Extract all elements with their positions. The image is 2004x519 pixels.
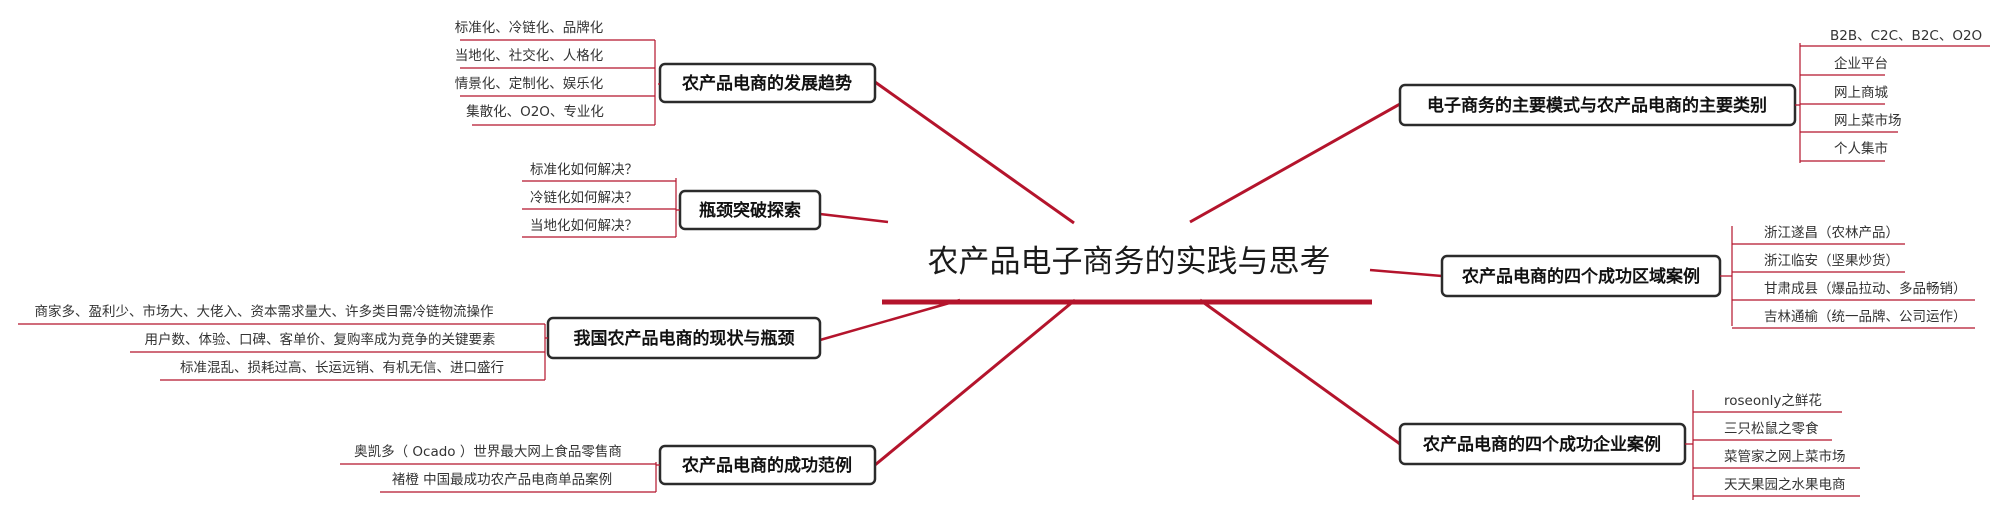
central-topic[interactable]: 农产品电子商务的实践与思考: [882, 244, 1372, 305]
connector-trend: [874, 80, 1075, 225]
branch-status[interactable]: 我国农产品电商的现状与瓶颈 商家多、盈利少、市场大、大佬入、资本需求量大、许多类…: [18, 303, 822, 381]
modes-items: B2B、C2C、B2C、O2O 企业平台 网上商城 网上菜市场 个人集市: [1800, 28, 1990, 162]
list-item[interactable]: 用户数、体验、口碑、客单价、复购率成为竞争的关键要素: [145, 331, 496, 348]
list-item[interactable]: 个人集市: [1834, 140, 1888, 157]
bottleneck-items: 标准化如何解决？ 冷链化如何解决？ 当地化如何解决？: [522, 162, 676, 238]
list-item[interactable]: 情景化、定制化、娱乐化: [455, 76, 604, 92]
branch-modes-title: 电子商务的主要模式与农产品电商的主要类别: [1427, 95, 1767, 116]
branch-bottleneck-title: 瓶颈突破探索: [699, 200, 801, 221]
list-item[interactable]: 当地化、社交化、人格化: [455, 47, 604, 64]
example-items: 奥凯多（ Ocado ）世界最大网上食品零售商 褚橙 中国最成功农产品电商单品案…: [340, 443, 656, 493]
list-item[interactable]: 标准化、冷链化、品牌化: [455, 19, 604, 36]
branch-regions[interactable]: 农产品电商的四个成功区域案例 浙江遂昌（农林产品） 浙江临安（坚果炒货） 甘肃成…: [1440, 225, 1975, 329]
regions-bracket: [1720, 226, 1733, 326]
list-item[interactable]: 当地化如何解决？: [530, 218, 638, 234]
list-item[interactable]: 冷链化如何解决？: [530, 190, 638, 206]
list-item[interactable]: roseonly之鲜花: [1724, 393, 1822, 409]
branch-regions-title: 农产品电商的四个成功区域案例: [1461, 266, 1700, 287]
branch-status-title: 我国农产品电商的现状与瓶颈: [574, 328, 795, 349]
branch-bottleneck[interactable]: 瓶颈突破探索 标准化如何解决？ 冷链化如何解决？ 当地化如何解决？: [522, 162, 822, 238]
trend-bracket: [654, 40, 660, 125]
connector-status: [819, 298, 961, 342]
companies-items: roseonly之鲜花 三只松鼠之零食 菜管家之网上菜市场 天天果园之水果电商: [1693, 393, 1860, 497]
modes-bracket: [1795, 43, 1801, 163]
list-item[interactable]: 甘肃成县（爆品拉动、多品畅销）: [1764, 280, 1967, 297]
connector-bottleneck: [819, 212, 889, 224]
connector-modes: [1189, 102, 1401, 224]
list-item[interactable]: 标准化如何解决？: [530, 162, 638, 178]
list-item[interactable]: 吉林通榆（统一品牌、公司运作）: [1764, 308, 1967, 325]
companies-bracket: [1685, 390, 1694, 500]
status-items: 商家多、盈利少、市场大、大佬入、资本需求量大、许多类目需冷链物流操作 用户数、体…: [18, 303, 545, 381]
trend-items: 标准化、冷链化、品牌化 当地化、社交化、人格化 情景化、定制化、娱乐化 集散化、…: [455, 19, 655, 126]
example-bracket: [655, 462, 660, 492]
bottleneck-bracket: [675, 178, 680, 237]
list-item[interactable]: 网上菜市场: [1834, 112, 1902, 129]
branch-trend-title: 农产品电商的发展趋势: [681, 73, 852, 94]
list-item[interactable]: 菜管家之网上菜市场: [1724, 448, 1846, 465]
list-item[interactable]: 商家多、盈利少、市场大、大佬入、资本需求量大、许多类目需冷链物流操作: [35, 303, 494, 320]
connector-example: [874, 298, 1076, 467]
regions-items: 浙江遂昌（农林产品） 浙江临安（坚果炒货） 甘肃成县（爆品拉动、多品畅销） 吉林…: [1732, 225, 1975, 329]
list-item[interactable]: 天天果园之水果电商: [1724, 477, 1846, 493]
list-item[interactable]: 褚橙 中国最成功农产品电商单品案例: [392, 471, 612, 488]
list-item[interactable]: 标准混乱、损耗过高、长运远销、有机无信、进口盛行: [180, 359, 504, 376]
branch-modes[interactable]: 电子商务的主要模式与农产品电商的主要类别 B2B、C2C、B2C、O2O 企业平…: [1398, 28, 1990, 163]
list-item[interactable]: 奥凯多（ Ocado ）世界最大网上食品零售商: [354, 443, 622, 460]
branch-example-title: 农产品电商的成功范例: [681, 455, 852, 476]
list-item[interactable]: 浙江遂昌（农林产品）: [1764, 225, 1899, 241]
branch-companies[interactable]: 农产品电商的四个成功企业案例 roseonly之鲜花 三只松鼠之零食 菜管家之网…: [1398, 390, 1860, 500]
main-connectors: [819, 80, 1443, 467]
list-item[interactable]: B2B、C2C、B2C、O2O: [1830, 28, 1982, 44]
list-item[interactable]: 网上商城: [1834, 85, 1888, 101]
connector-companies: [1199, 298, 1401, 446]
branch-trend[interactable]: 农产品电商的发展趋势 标准化、冷链化、品牌化 当地化、社交化、人格化 情景化、定…: [455, 19, 877, 126]
list-item[interactable]: 企业平台: [1834, 55, 1888, 72]
branch-companies-title: 农产品电商的四个成功企业案例: [1422, 434, 1661, 455]
central-title: 农产品电子商务的实践与思考: [928, 244, 1331, 280]
list-item[interactable]: 集散化、O2O、专业化: [466, 104, 604, 120]
branch-trend-box: [658, 62, 877, 104]
list-item[interactable]: 浙江临安（坚果炒货）: [1764, 252, 1899, 269]
branch-example[interactable]: 农产品电商的成功范例 奥凯多（ Ocado ）世界最大网上食品零售商 褚橙 中国…: [340, 443, 877, 493]
list-item[interactable]: 三只松鼠之零食: [1724, 420, 1819, 437]
connector-regions: [1369, 268, 1443, 278]
